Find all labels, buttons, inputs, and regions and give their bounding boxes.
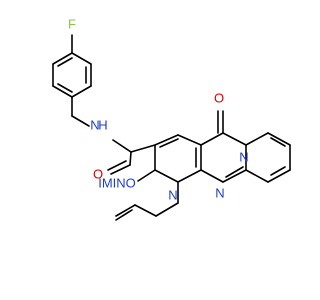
allyl-chain xyxy=(115,202,179,221)
bond-nh xyxy=(71,115,90,127)
molecule-canvas: F N H O O IMINO N N N xyxy=(52,16,291,221)
bond xyxy=(245,169,269,183)
bond xyxy=(267,132,291,146)
bond xyxy=(71,85,92,98)
central-fused-ring xyxy=(200,110,247,183)
bond-double xyxy=(270,166,286,176)
bond xyxy=(52,85,73,98)
pyridine-ring xyxy=(245,132,291,183)
amide-hydrogen-label: H xyxy=(98,117,107,132)
bond xyxy=(154,134,179,146)
bond xyxy=(267,169,291,183)
fluorine-label: F xyxy=(68,16,76,31)
ring-nitrogen-center-label: N xyxy=(215,185,224,200)
bond xyxy=(245,132,269,146)
benzyl-ring xyxy=(52,34,92,127)
left-heteroring xyxy=(137,134,202,204)
bond-imine xyxy=(137,169,156,182)
bond xyxy=(222,169,247,183)
bond xyxy=(129,151,132,166)
bond xyxy=(200,169,224,183)
imine-label: IMINO xyxy=(98,175,136,190)
bond xyxy=(134,204,157,217)
bond xyxy=(200,132,224,146)
amide-nitrogen-label: N xyxy=(90,117,99,132)
bond-double xyxy=(270,137,286,147)
bond xyxy=(130,144,156,153)
bond-double xyxy=(57,83,73,93)
bond xyxy=(155,202,179,217)
bond xyxy=(154,169,179,183)
bond-double xyxy=(115,204,136,217)
ketone-oxygen-label: O xyxy=(214,90,224,105)
ring-nitrogen-left-label: N xyxy=(168,187,177,202)
bond-carbonyl xyxy=(110,164,131,175)
amide-oxygen-label: O xyxy=(93,166,103,181)
bond-double-secondary xyxy=(115,209,133,221)
bond-double xyxy=(57,57,73,67)
bond xyxy=(177,169,202,183)
bond xyxy=(177,134,202,146)
amide-group xyxy=(107,139,156,175)
bond xyxy=(52,52,73,65)
ring-nitrogen-right-label: N xyxy=(239,149,248,164)
bond xyxy=(222,132,247,146)
bond-double xyxy=(159,138,179,148)
bond-carbonyl-double xyxy=(107,160,127,171)
bond-double xyxy=(225,166,244,178)
bond xyxy=(71,52,92,65)
molecule-structure: F N H O O IMINO N N N xyxy=(52,16,291,221)
bond xyxy=(112,139,132,153)
